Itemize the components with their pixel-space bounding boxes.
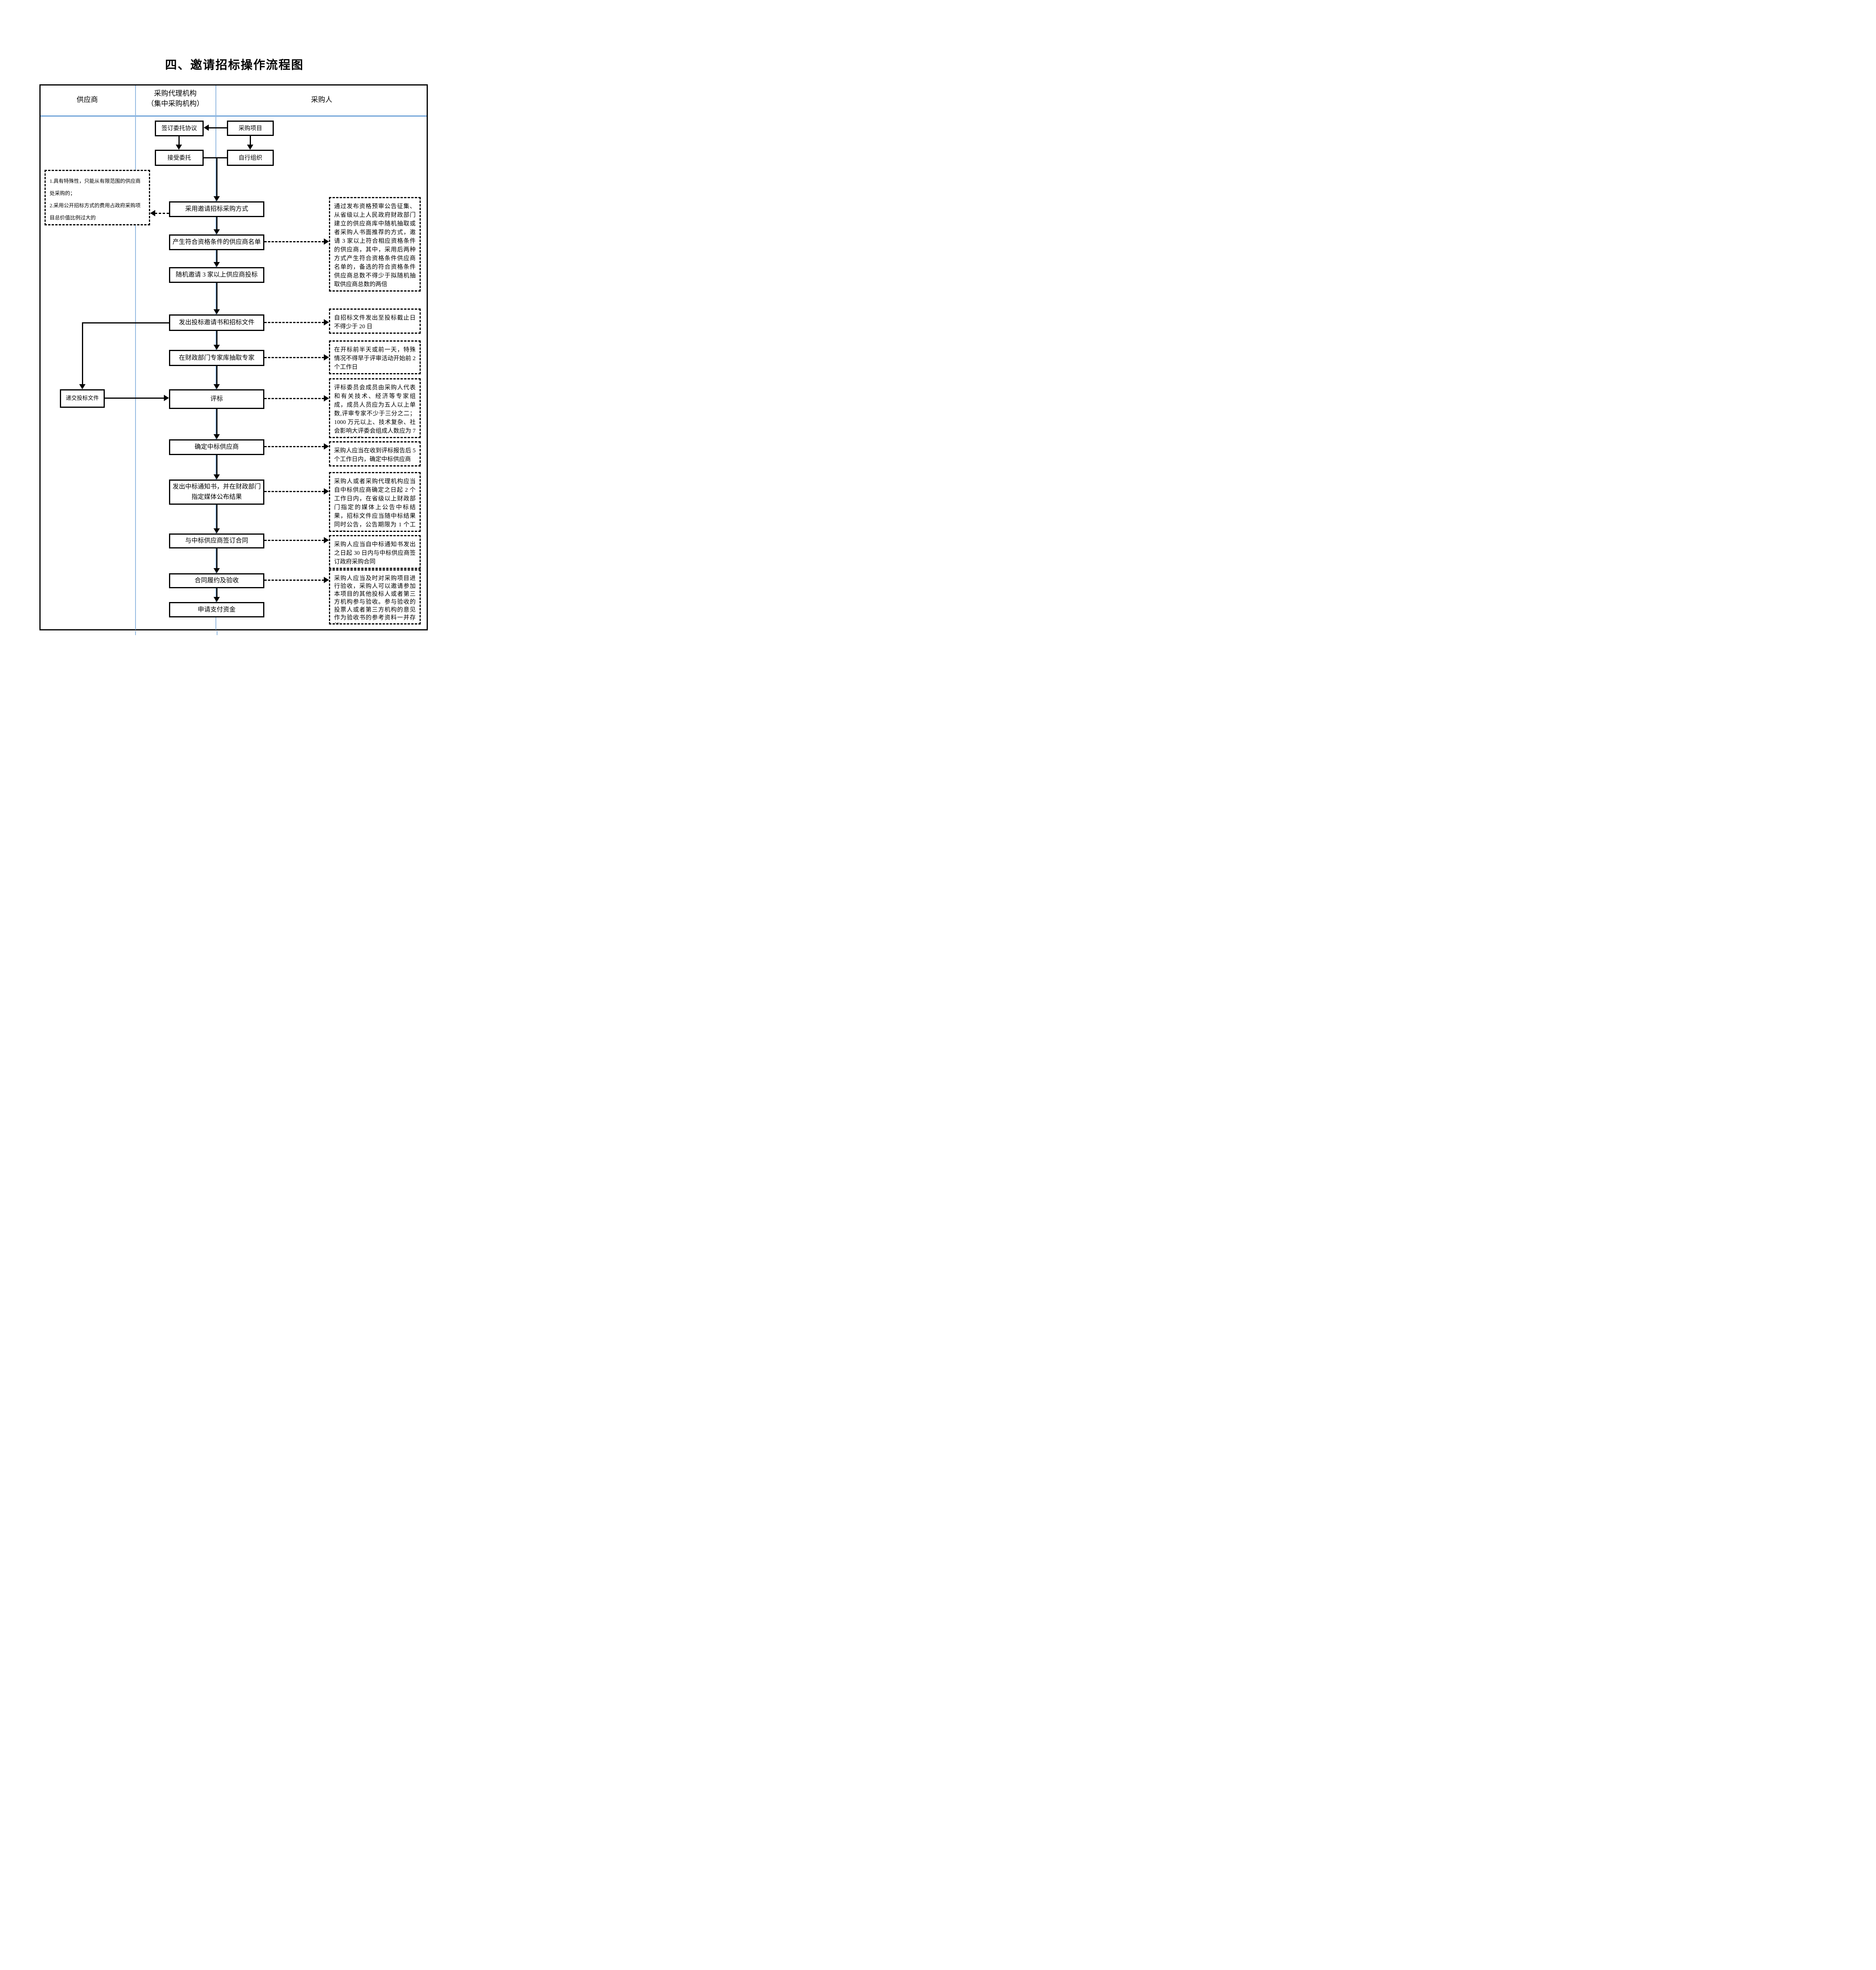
arrow-experts-to-eval-head [214, 384, 220, 389]
lane-header-agency-line1: 采购代理机构 [154, 89, 197, 97]
lane-divider-left-stub [135, 631, 136, 635]
dashed-arrow-issue-to-twentydays-head [324, 319, 329, 325]
dashed-arrow-notice-to-twodays [264, 491, 324, 492]
arrow-invite-to-issue-shaft [216, 283, 217, 310]
dashed-arrow-contract-to-thirtydays-head [324, 537, 329, 543]
arrow-into-submit-head [79, 384, 85, 389]
dashed-arrow-determine-to-fivedays [264, 446, 324, 447]
box-draw-experts: 在财政部门专家库抽取专家 [169, 350, 264, 366]
arrow-method-to-list-shaft [216, 217, 217, 230]
box-accept-entrust: 接受委托 [155, 150, 204, 166]
lane-header-agency-line2: （集中采购机构） [147, 100, 204, 108]
note-prequalify: 通过发布资格预审公告征集、从省级以上人民政府财政部门建立的供应商库中随机抽取或者… [329, 197, 421, 292]
box-invitation-method: 采用邀请招标采购方式 [169, 201, 264, 217]
arrow-project-to-self-shaft [250, 136, 251, 145]
box-procurement-project: 采购项目 [227, 121, 274, 136]
arrow-list-to-invite-head [214, 262, 220, 267]
arrow-notice-to-contract-shaft [216, 505, 217, 529]
connector-accept-self [204, 157, 227, 158]
arrow-contract-to-perform-head [214, 568, 220, 573]
arrow-contract-to-perform-shaft [216, 548, 217, 569]
dashed-arrow-list-to-prequalify-head [324, 238, 329, 245]
note-twenty-days: 自招标文件发出至投标截止日不得少于 20 日 [329, 309, 421, 334]
flowchart-page: 四、邀请招标操作流程图 供应商 采购代理机构 （集中采购机构） 采购人 签订委托… [0, 0, 469, 663]
box-self-organize: 自行组织 [227, 150, 274, 166]
note-half-day: 在开标前半天或前一天，特殊情况不得早于评审活动开始前 2 个工作日 [329, 340, 421, 374]
arrow-eval-to-determine-shaft [216, 409, 217, 435]
page-title: 四、邀请招标操作流程图 [165, 59, 304, 72]
dashed-arrow-experts-to-halfday-head [324, 354, 329, 361]
box-performance: 合同履约及验收 [169, 573, 264, 588]
box-issue-notice: 发出中标通知书，并在财政部门指定媒体公布结果 [169, 479, 264, 505]
lane-header-agency: 采购代理机构 （集中采购机构） [135, 88, 215, 109]
arrow-eval-to-determine-head [214, 434, 220, 439]
arrow-junction-to-method-shaft [216, 158, 217, 197]
arrow-method-to-list-head [214, 229, 220, 234]
diagram-frame [39, 84, 428, 630]
arrow-list-to-invite-shaft [216, 250, 217, 263]
note-acceptance: 采购人应当及时对采购项目进行验收，采购人可以邀请参加本项目的其他投标人或者第三方… [329, 569, 421, 624]
arrow-issue-to-experts-head [214, 345, 220, 350]
arrow-sign-to-accept-head [176, 145, 182, 150]
box-sign-agreement: 签订委托协议 [155, 121, 204, 136]
note-committee: 评标委员会成员由采购人代表和有关技术、经济等专家组成，成员人员应为五人以上单数,… [329, 378, 421, 438]
dashed-arrow-method-to-special [155, 213, 169, 214]
arrow-determine-to-notice-shaft [216, 455, 217, 475]
dashed-arrow-experts-to-halfday [264, 357, 324, 358]
dashed-arrow-perform-to-acceptance [264, 580, 324, 581]
box-qualified-list: 产生符合资格条件的供应商名单 [169, 234, 264, 250]
arrow-project-to-sign-shaft [208, 127, 227, 128]
arrow-junction-to-method-head [214, 196, 220, 201]
lane-header-purchaser: 采购人 [311, 96, 332, 104]
note-special-cases: 1.具有特殊性，只能从有限范围的供应商处采购的； 2.采用公开招标方式的费用占政… [45, 170, 150, 225]
box-determine-winner: 确定中标供应商 [169, 439, 264, 455]
arrow-experts-to-eval-shaft [216, 366, 217, 385]
arrow-perform-to-pay-shaft [216, 588, 217, 598]
arrow-submit-to-eval-head [164, 395, 169, 401]
lane-header-divider [41, 115, 427, 117]
box-invite-three: 随机邀请 3 家以上供应商投标 [169, 267, 264, 283]
dashed-arrow-issue-to-twentydays [264, 322, 324, 323]
dashed-arrow-notice-to-twodays-head [324, 488, 329, 494]
box-issue-documents: 发出投标邀请书和招标文件 [169, 314, 264, 331]
note-special-line1: 1.具有特殊性，只能从有限范围的供应商处采购的； [50, 178, 141, 196]
note-special-line2: 2.采用公开招标方式的费用占政府采购项目总价值比例过大的 [50, 203, 141, 221]
dashed-arrow-eval-to-committee [264, 398, 324, 399]
arrow-sign-to-accept-shaft [178, 136, 180, 146]
note-five-days: 采购人应当在收到评标报告后 5 个工作日内，确定中标供应商 [329, 441, 421, 466]
arrow-project-to-sign-head [204, 125, 209, 131]
box-submit-bid: 递交投标文件 [60, 389, 105, 408]
note-two-days: 采购人或者采购代理机构应当自中标供应商确定之日起 2 个工作日内，在省级以上财政… [329, 472, 421, 532]
box-apply-payment: 申请支付资金 [169, 602, 264, 617]
note-thirty-days: 采购人应当自中标通知书发出之日起 30 日内与中标供应商签订政府采购合同 [329, 535, 421, 569]
arrow-issue-to-experts-shaft [216, 331, 217, 346]
arrow-project-to-self-head [247, 145, 253, 150]
arrow-perform-to-pay-head [214, 597, 220, 602]
arrow-notice-to-contract-head [214, 528, 220, 533]
dashed-arrow-perform-to-acceptance-head [324, 577, 329, 583]
dashed-arrow-eval-to-committee-head [324, 395, 329, 401]
arrow-invite-to-issue-head [214, 309, 220, 314]
dashed-arrow-list-to-prequalify [264, 241, 324, 242]
box-evaluation: 评标 [169, 389, 264, 409]
arrow-submit-to-eval-shaft [105, 398, 165, 399]
lane-header-supplier: 供应商 [76, 96, 98, 104]
dashed-arrow-determine-to-fivedays-head [324, 443, 329, 450]
box-sign-contract: 与中标供应商签订合同 [169, 533, 264, 548]
dashed-arrow-method-to-special-head [150, 210, 155, 216]
dashed-arrow-contract-to-thirtydays [264, 540, 324, 541]
arrow-determine-to-notice-head [214, 474, 220, 479]
lane-divider-left [135, 85, 136, 630]
branch-issue-to-submit-horizontal [82, 322, 169, 323]
branch-issue-to-submit-vertical [82, 322, 83, 385]
